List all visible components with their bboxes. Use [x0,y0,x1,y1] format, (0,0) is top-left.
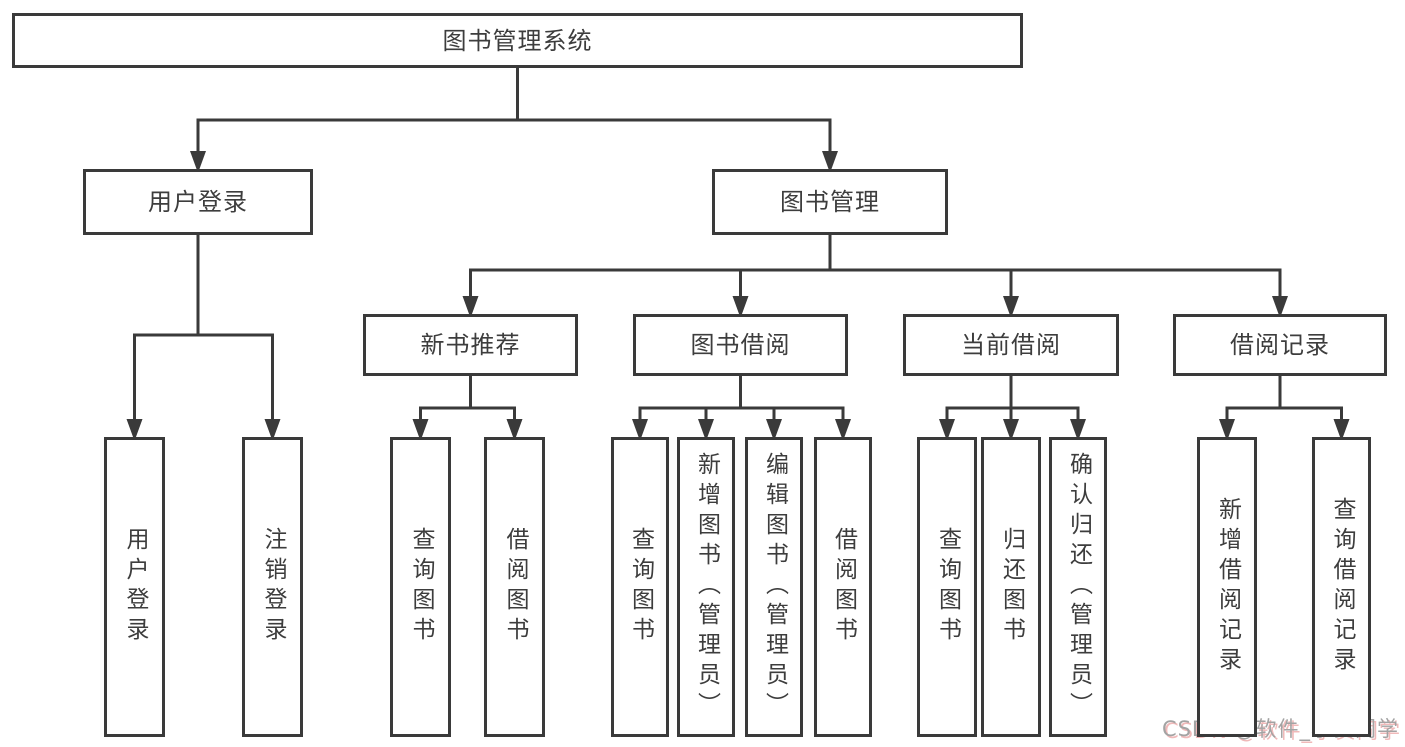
node-label-leaf-bb-query: 查询图书 [627,527,654,647]
node-leaf-cb-return: 归还图书 [981,437,1041,737]
node-leaf-br-query: 查询借阅记录 [1312,437,1371,737]
node-label-leaf-nb-borrow: 借阅图书 [502,527,528,647]
node-leaf-br-add: 新增借阅记录 [1197,437,1257,737]
node-leaf-cb-query: 查询图书 [917,437,977,737]
node-leaf-bb-query: 查询图书 [611,437,669,737]
node-root: 图书管理系统 [12,13,1023,68]
node-label-leaf-br-add: 新增借阅记录 [1214,497,1241,677]
node-label-leaf-br-query: 查询借阅记录 [1329,497,1355,677]
node-label-leaf-bb-add: 新增图书（管理员） [693,452,720,722]
node-leaf-bb-edit: 编辑图书（管理员） [745,437,803,737]
node-label-root: 图书管理系统 [442,26,593,55]
node-leaf-bb-add: 新增图书（管理员） [677,437,735,737]
node-label-leaf-logout: 注销登录 [260,527,286,647]
node-label-book-mgmt: 图书管理 [780,188,880,216]
node-book-mgmt: 图书管理 [712,169,948,235]
node-label-borrow-records: 借阅记录 [1230,331,1330,359]
node-label-book-borrow: 图书借阅 [690,331,791,359]
node-leaf-user-login: 用户登录 [104,437,165,737]
node-leaf-nb-borrow: 借阅图书 [484,437,545,737]
node-label-leaf-nb-query: 查询图书 [408,527,434,647]
node-user-login: 用户登录 [83,169,313,235]
node-leaf-cb-confirm: 确认归还（管理员） [1049,437,1107,737]
node-label-leaf-user-login: 用户登录 [122,527,148,647]
node-leaf-bb-borrow: 借阅图书 [814,437,872,737]
node-label-leaf-bb-borrow: 借阅图书 [830,527,857,647]
node-label-leaf-bb-edit: 编辑图书（管理员） [761,452,788,722]
node-leaf-nb-query: 查询图书 [390,437,451,737]
node-label-new-books: 新书推荐 [420,331,521,359]
node-label-leaf-cb-query: 查询图书 [934,527,961,647]
node-new-books: 新书推荐 [363,314,578,376]
node-label-user-login: 用户登录 [148,188,248,216]
node-label-leaf-cb-confirm: 确认归还（管理员） [1065,452,1092,722]
node-book-borrow: 图书借阅 [633,314,848,376]
node-current-borrow: 当前借阅 [903,314,1119,376]
node-borrow-records: 借阅记录 [1173,314,1387,376]
node-label-leaf-cb-return: 归还图书 [998,527,1025,647]
node-leaf-logout: 注销登录 [242,437,303,737]
node-label-current-borrow: 当前借阅 [961,331,1061,359]
